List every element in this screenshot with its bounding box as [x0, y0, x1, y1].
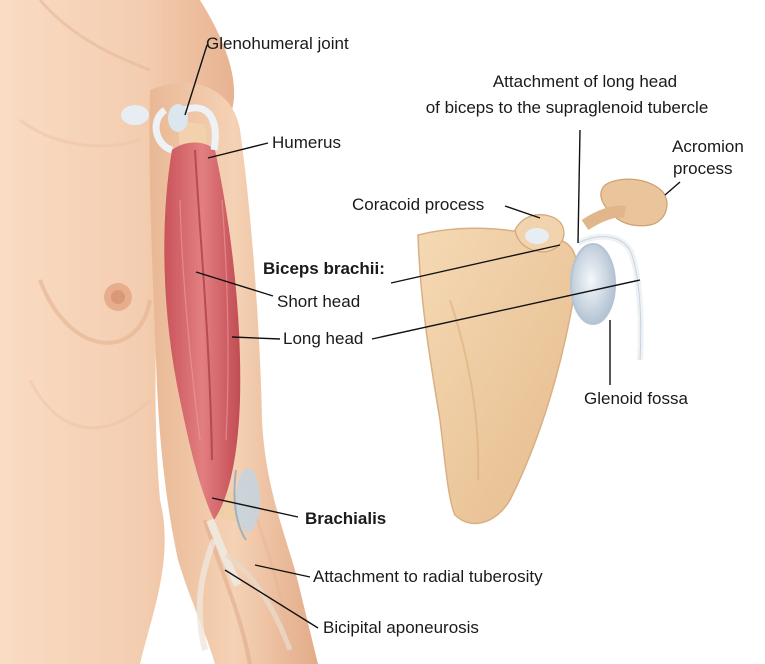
label-glenohumeral-joint: Glenohumeral joint	[206, 34, 349, 54]
acromion-process	[585, 179, 667, 226]
label-glenoid-fossa: Glenoid fossa	[584, 389, 688, 409]
label-acromion-line1: Acromion	[672, 137, 744, 157]
nipple	[104, 283, 132, 311]
label-humerus: Humerus	[272, 133, 341, 153]
label-attachment-long-head-line1: Attachment of long head	[425, 72, 745, 92]
label-bicipital-aponeurosis: Bicipital aponeurosis	[323, 618, 479, 638]
label-attachment-long-head-line2: of biceps to the supraglenoid tubercle	[382, 98, 752, 118]
label-brachialis: Brachialis	[305, 509, 386, 529]
label-short-head: Short head	[277, 292, 360, 312]
label-acromion-line2: process	[673, 159, 733, 179]
label-attachment-radial-tuberosity: Attachment to radial tuberosity	[313, 567, 543, 587]
label-biceps-brachii: Biceps brachii:	[263, 259, 385, 279]
label-coracoid-process: Coracoid process	[352, 195, 484, 215]
glenoid-fossa	[571, 244, 615, 324]
scapula	[418, 228, 577, 523]
label-long-head: Long head	[283, 329, 363, 349]
